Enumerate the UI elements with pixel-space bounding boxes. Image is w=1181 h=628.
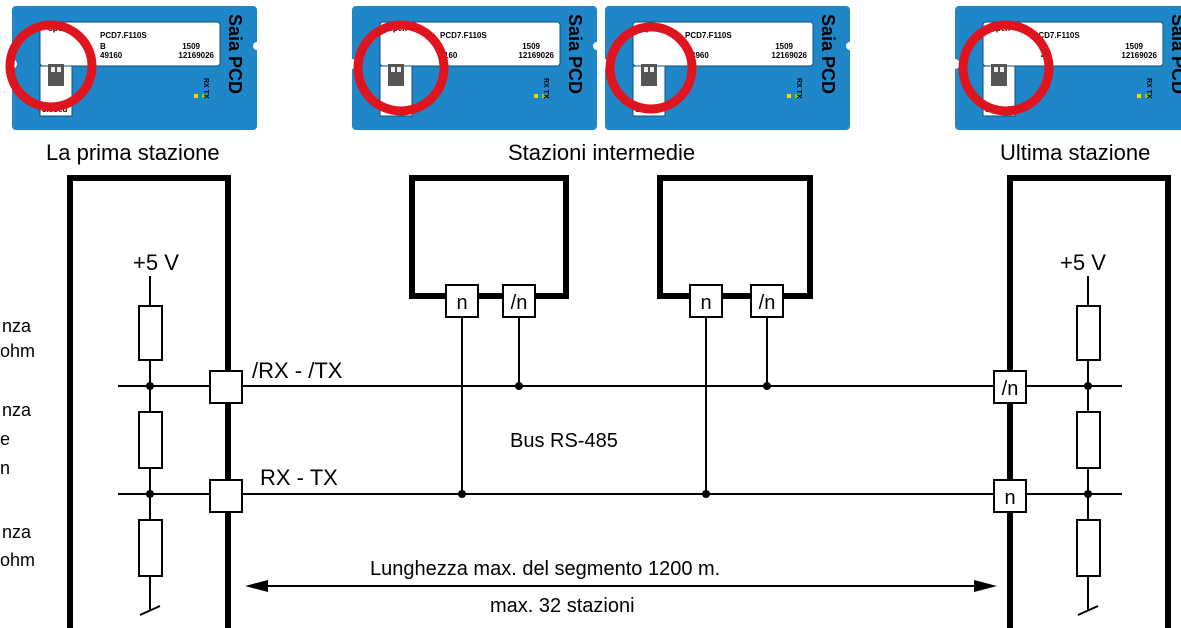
- module-brand: Saia PCD: [225, 14, 245, 94]
- arrow-head-right: [974, 580, 997, 592]
- module-serial-right: 12169026: [1121, 51, 1157, 60]
- terminal-n-last-station: [993, 479, 1027, 513]
- module-serial-left: 49160: [100, 51, 123, 60]
- arrow-head-left: [245, 580, 268, 592]
- pull-up-resistor-right: [1076, 305, 1101, 361]
- max-stations-label: max. 32 stazioni: [490, 595, 635, 617]
- terminal-notn-station-2: [750, 284, 784, 318]
- module-serial-left: 4960: [691, 51, 709, 60]
- dip-switch-highlight-ring: [5, 20, 97, 112]
- terminal-notn-label: /n: [1002, 378, 1019, 400]
- line-label-inverted: /RX - /TX: [252, 358, 343, 383]
- intermediate-station-1-frame: [409, 175, 569, 299]
- module-model: PCD7.F110S: [100, 31, 147, 40]
- module-intermediate-1: open PCD7.F110S 1509 160 12169026 closed…: [346, 5, 602, 131]
- module-first: open PCD7.F110S B 1509 49160 12169026 cl…: [5, 5, 262, 131]
- junction-dot: [458, 490, 466, 498]
- module-num: 1509: [182, 42, 200, 51]
- voltage-label-left: +5 V: [133, 250, 179, 275]
- module-last: open PCD7.F110S 1509 49 12169026 closed …: [949, 5, 1181, 131]
- terminal-notn-last-station: [993, 370, 1027, 404]
- terminal-notn-label: /n: [759, 292, 776, 314]
- terminal-notn-station-1: [502, 284, 536, 318]
- pull-down-resistor-left: [138, 519, 163, 577]
- module-serial-left: 160: [444, 51, 458, 60]
- pull-down-resistor-right: [1076, 519, 1101, 577]
- module-num: 1509: [775, 42, 793, 51]
- module-num: 1509: [1125, 42, 1143, 51]
- dip-switch-highlight-ring: [958, 20, 1054, 116]
- terminal-notn-label: /n: [511, 292, 528, 314]
- terminal-n-label: n: [456, 292, 467, 314]
- module-serial-right: 12169026: [771, 51, 807, 60]
- left-label-r1-b: ohm: [0, 341, 35, 361]
- module-model: PCD7.F110S: [685, 31, 732, 40]
- bus-label: Bus RS-485: [510, 430, 618, 452]
- module-serial-right: 12169026: [178, 51, 214, 60]
- module-brand: Saia PCD: [818, 14, 838, 94]
- module-model: PCD7.F110S: [1033, 31, 1080, 40]
- terminal-n-station-2: [689, 284, 723, 318]
- caption-first-station: La prima stazione: [46, 140, 220, 165]
- module-led-label: RX TX: [202, 78, 209, 99]
- module-led-label: RX TX: [1145, 78, 1152, 99]
- module-model: PCD7.F110S: [440, 31, 487, 40]
- module-line2: B: [100, 42, 106, 51]
- left-label-r1-a: nza: [2, 316, 32, 336]
- terminal-n-label: n: [700, 292, 711, 314]
- left-label-r3-b: ohm: [0, 550, 35, 570]
- module-brand: Saia PCD: [1168, 14, 1181, 94]
- left-label-r2-c: n: [0, 458, 10, 478]
- first-station-terminal: [209, 479, 243, 513]
- junction-dot: [763, 382, 771, 390]
- left-termination-network: [139, 276, 161, 616]
- dip-switch-highlight-ring: [605, 22, 697, 114]
- first-station-terminal-inverted: [209, 370, 243, 404]
- dip-switch-highlight-ring: [353, 20, 449, 116]
- module-serial-right: 12169026: [518, 51, 554, 60]
- left-label-r2-b: e: [0, 429, 10, 449]
- pull-up-resistor-left: [138, 305, 163, 361]
- module-led-label: RX TX: [795, 78, 802, 99]
- terminal-n-label: n: [1004, 487, 1015, 509]
- module-num: 1509: [522, 42, 540, 51]
- module-led-label: RX TX: [542, 78, 549, 99]
- terminal-n-station-1: [445, 284, 479, 318]
- module-brand: Saia PCD: [565, 14, 585, 94]
- junction-dot: [515, 382, 523, 390]
- junction-dot: [702, 490, 710, 498]
- right-termination-network: [1077, 276, 1099, 616]
- line-label-noninverted: RX - TX: [260, 465, 338, 490]
- voltage-label-right: +5 V: [1060, 250, 1106, 275]
- left-label-r2-a: nza: [2, 400, 32, 420]
- termination-resistor-left: [138, 411, 163, 469]
- module-intermediate-2: open PCD7.F110S 1509 4960 12169026 close…: [599, 5, 855, 131]
- caption-intermediate-stations: Stazioni intermedie: [508, 140, 695, 165]
- caption-last-station: Ultima stazione: [1000, 140, 1150, 165]
- left-label-r3-a: nza: [2, 522, 32, 542]
- termination-resistor-right: [1076, 411, 1101, 469]
- intermediate-station-2-frame: [657, 175, 813, 299]
- segment-length-label: Lunghezza max. del segmento 1200 m.: [370, 558, 720, 580]
